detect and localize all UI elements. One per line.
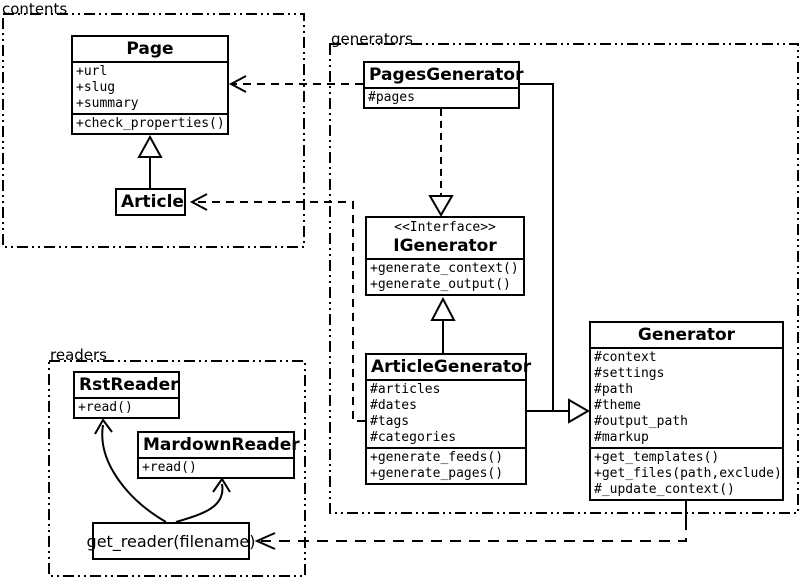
realization-triangle-igenerator [428, 195, 454, 217]
package-border-generators [329, 43, 799, 514]
package-label-contents: contents [2, 0, 68, 18]
class-attributes-pagesgenerator: #pages [365, 89, 518, 107]
member-line: +summary [76, 96, 139, 111]
class-name-igenerator: IGenerator [393, 236, 497, 256]
class-attributes-page: +url+slug+summary [73, 63, 227, 115]
member-line: #theme [594, 398, 641, 413]
member-line: #settings [594, 366, 665, 381]
dependency-arrowhead-page [228, 75, 247, 93]
member-line: #_update_context() [594, 482, 735, 497]
member-line: +read() [78, 400, 133, 415]
class-articlegenerator: ArticleGenerator #articles#dates#tags#ca… [365, 353, 531, 485]
class-methods-generator: +get_templates()+get_files(path,exclude)… [591, 449, 782, 499]
generalization-triangle-igenerator [430, 296, 456, 321]
member-line: #dates [370, 398, 417, 413]
member-line: +generate_feeds() [370, 450, 504, 465]
function-box-get-reader: get_reader(filename) [87, 522, 255, 560]
member-line: +get_files(path,exclude) [594, 466, 782, 481]
class-article: Article [115, 188, 186, 216]
package-border-contents [2, 13, 305, 248]
member-line: +url [76, 64, 108, 79]
dependency-line-generator-getreader [261, 519, 687, 542]
member-line: +generate_pages() [370, 466, 504, 481]
dependency-arrowhead-article [189, 193, 208, 211]
arrow-curve-getreader-mardownreader [175, 483, 224, 523]
member-line: #path [594, 382, 634, 397]
member-line: +slug [76, 80, 116, 95]
class-title-mardownreader: MardownReader [139, 433, 300, 459]
package-label-generators: generators [331, 30, 413, 48]
package-border-readers [48, 360, 306, 577]
class-attributes-generator: #context#settings#path#theme#output_path… [591, 349, 782, 449]
member-line: #pages [368, 90, 415, 105]
member-line: #context [594, 350, 657, 365]
class-pagesgenerator: PagesGenerator #pages [363, 61, 523, 109]
member-line: +get_templates() [594, 450, 720, 465]
class-attributes-articlegenerator: #articles#dates#tags#categories [367, 381, 525, 449]
package-label-readers: readers [50, 346, 107, 364]
arrowhead-rstreader [94, 418, 113, 435]
class-title-rstreader: RstReader [75, 373, 179, 399]
class-stereotype-igenerator: <<Interface>> [394, 220, 496, 235]
class-igenerator: <<Interface>> IGenerator +generate_conte… [365, 216, 525, 296]
class-title-page: Page [73, 37, 227, 63]
class-methods-mardownreader: +read() [139, 459, 293, 477]
class-methods-igenerator: +generate_context()+generate_output() [367, 260, 523, 294]
class-page: Page +url+slug+summary +check_properties… [71, 35, 229, 135]
class-mardownreader: MardownReader +read() [137, 431, 300, 479]
member-line: +check_properties() [76, 116, 225, 131]
class-rstreader: RstReader +read() [73, 371, 180, 419]
class-title-pagesgenerator: PagesGenerator [365, 63, 523, 89]
class-methods-rstreader: +read() [75, 399, 178, 417]
class-generator: Generator #context#settings#path#theme#o… [589, 321, 784, 501]
class-methods-page: +check_properties() [73, 115, 227, 133]
class-title-igenerator: <<Interface>> IGenerator [367, 218, 523, 260]
class-title-article: Article [121, 192, 184, 212]
member-line: +generate_context() [370, 261, 519, 276]
class-methods-articlegenerator: +generate_feeds()+generate_pages() [367, 449, 525, 483]
dependency-line-articlegenerator-article [194, 201, 365, 422]
member-line: #tags [370, 414, 410, 429]
member-line: +generate_output() [370, 277, 511, 292]
generalization-triangle-article-page [137, 134, 163, 158]
member-line: #output_path [594, 414, 688, 429]
member-line: #markup [594, 430, 649, 445]
generalization-triangle-generator [568, 398, 590, 424]
arrow-curve-getreader-rstreader [101, 424, 167, 523]
member-line: #articles [370, 382, 441, 397]
arrowhead-mardownreader [212, 477, 231, 493]
class-title-articlegenerator: ArticleGenerator [367, 355, 531, 381]
function-label-get-reader: get_reader(filename) [86, 531, 256, 551]
member-line: +read() [142, 460, 197, 475]
member-line: #categories [370, 430, 457, 445]
dependency-arrowhead-getreader [254, 532, 276, 550]
class-title-generator: Generator [591, 323, 782, 349]
